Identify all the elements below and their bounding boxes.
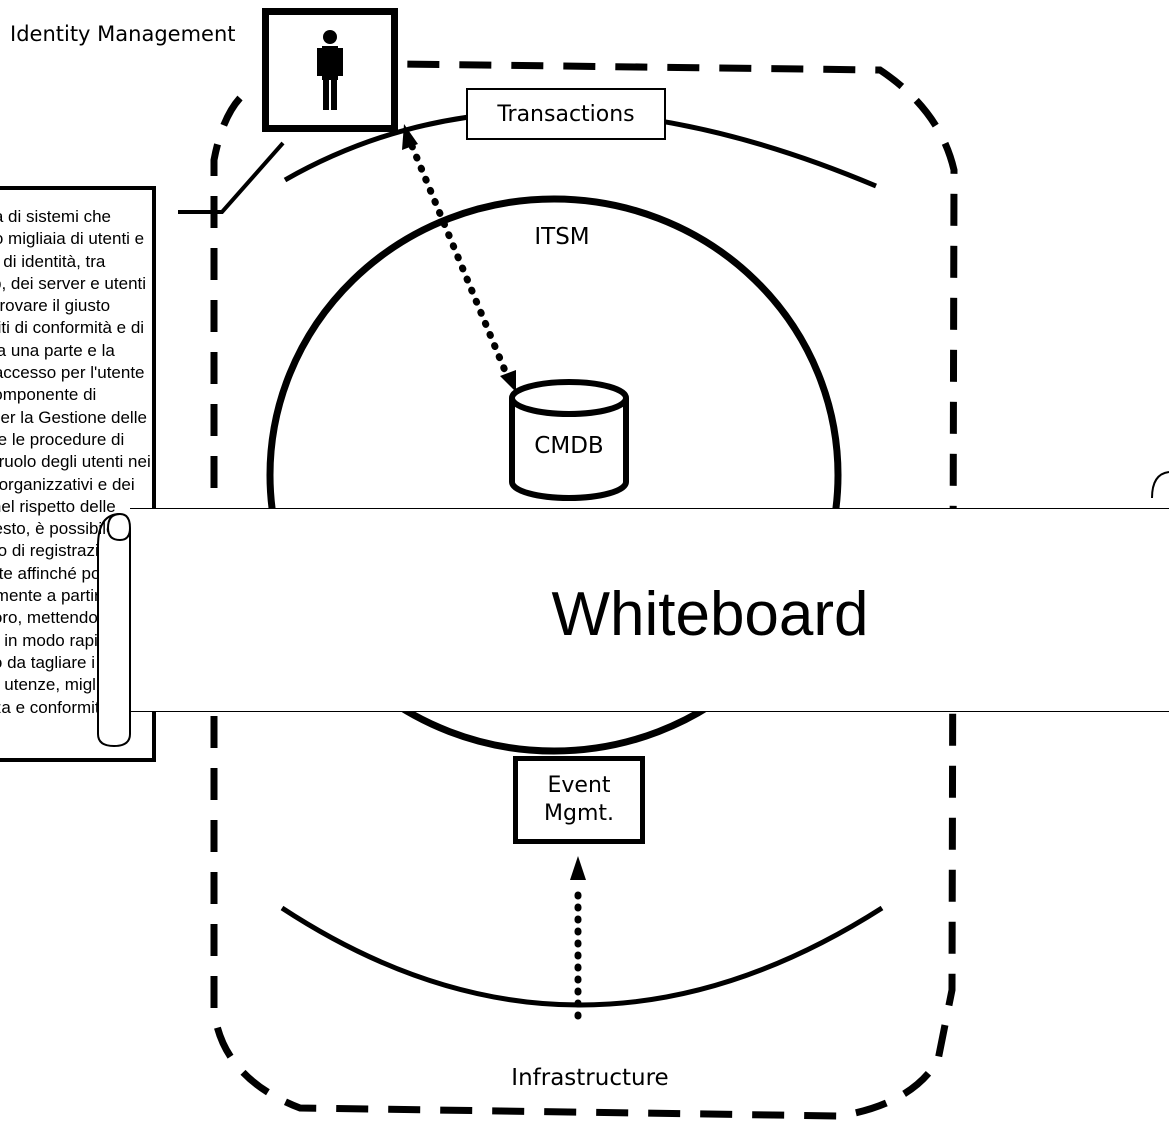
identity-management-label: Identity Management bbox=[10, 22, 236, 46]
callout-text: Gestire la sicurezza di sistemi che serv… bbox=[0, 207, 152, 717]
itsm-circle bbox=[266, 195, 842, 755]
event-arrowhead bbox=[570, 856, 586, 880]
event-management-box: Event Mgmt. bbox=[513, 756, 645, 844]
cmdb-arrowhead bbox=[500, 370, 516, 392]
transactions-label: Transactions bbox=[466, 88, 666, 140]
identity-arrowhead bbox=[402, 124, 418, 150]
scroll-edge-right bbox=[1151, 471, 1169, 499]
whiteboard-banner: Whiteboard bbox=[130, 508, 1169, 712]
person-icon bbox=[317, 30, 343, 110]
cmdb-label: CMDB bbox=[534, 433, 603, 459]
database-icon bbox=[509, 379, 629, 501]
whiteboard-title: Whiteboard bbox=[551, 580, 869, 649]
identity-user-box bbox=[262, 8, 398, 132]
identity-cmdb-link bbox=[408, 142, 512, 382]
scroll-icon bbox=[97, 512, 131, 748]
infrastructure-label: Infrastructure bbox=[511, 1065, 668, 1091]
transactions-arc-bottom bbox=[280, 905, 884, 1008]
itsm-label: ITSM bbox=[534, 224, 589, 250]
callout-connector bbox=[178, 141, 285, 214]
infrastructure-boundary bbox=[210, 60, 958, 1120]
